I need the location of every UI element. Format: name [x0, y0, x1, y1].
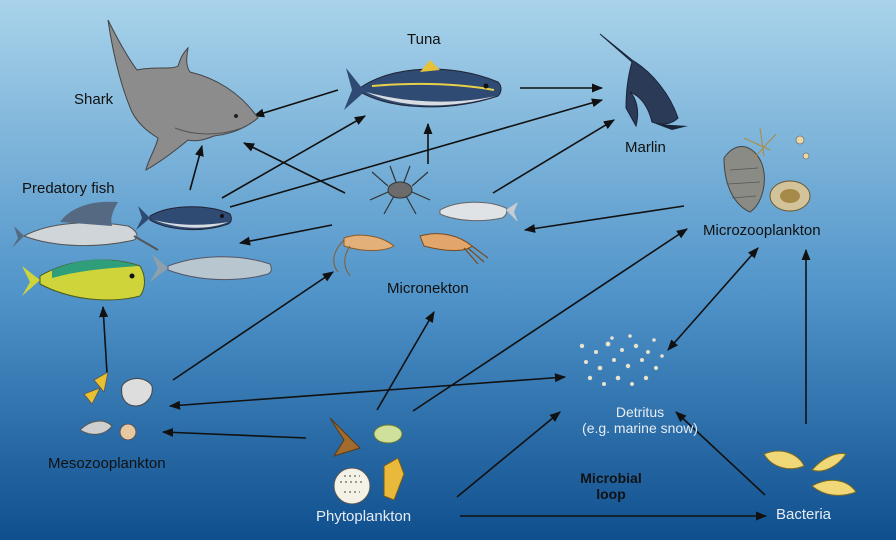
diatom-icon [743, 127, 811, 212]
arrow-smalltuna-to-tuna [221, 115, 366, 199]
arrow-smalltuna-to-shark [189, 144, 204, 191]
arrow-phyto-to-detritus [456, 411, 561, 498]
squid-icon [419, 233, 489, 265]
label-predatory-fish: Predatory fish [22, 180, 115, 197]
arrow-micronekton-to-shark [242, 142, 346, 194]
detritus-particles-icon [579, 334, 664, 386]
sailfish-icon [12, 201, 159, 251]
tuna-icon [344, 60, 502, 110]
bacteria-icon [763, 450, 857, 496]
label-detritus-name: Detritus [615, 404, 665, 420]
mackerel-icon [150, 254, 272, 282]
copepod-icon [79, 371, 153, 441]
label-micronekton: Micronekton [387, 280, 469, 297]
label-bacteria: Bacteria [776, 506, 832, 523]
arrow-micronekton-to-marlin [492, 119, 615, 194]
label-shark: Shark [74, 91, 114, 108]
arrow-phyto-to-micronekton [376, 311, 435, 411]
arrow-mesozoo-to-micronekton [172, 271, 334, 381]
label-mesozooplankton: Mesozooplankton [48, 455, 166, 472]
mahi-mahi-icon [22, 259, 145, 301]
arrow-smalltuna-to-marlin [229, 98, 604, 208]
arrow-mesozoo-to-predatory [99, 305, 109, 374]
small-tuna-icon [136, 206, 232, 231]
label-microbial-loop-line2: loop [596, 486, 626, 502]
small-fish-icon [439, 201, 518, 222]
arrow-mesozoo-detritus [168, 373, 567, 410]
krill-icon [333, 234, 395, 277]
trophic-arrows [99, 83, 811, 521]
label-phytoplankton: Phytoplankton [316, 508, 412, 525]
label-marlin: Marlin [625, 139, 666, 156]
label-microbial-loop: Microbial loop [566, 470, 656, 502]
arrow-tuna-to-shark [252, 89, 339, 118]
arrow-micronekton-to-predatory [238, 224, 333, 246]
shark-icon [107, 19, 259, 171]
ciliate-icon [723, 146, 765, 213]
marlin-icon [599, 33, 688, 130]
label-tuna: Tuna [407, 31, 441, 48]
arrow-phyto-to-mesozoo [161, 427, 307, 439]
arrow-detritus-microzoo [667, 247, 759, 351]
label-detritus: Detritus (e.g. marine snow) [580, 404, 700, 436]
arrow-phyto-to-microzoo [412, 228, 688, 412]
label-detritus-note: (e.g. marine snow) [582, 420, 698, 436]
arrow-microzoo-to-micronekton [523, 205, 685, 233]
spider-crab-icon [369, 165, 431, 215]
arrow-bacteria-to-detritus [675, 411, 766, 496]
phytoplankton-icon [329, 417, 405, 505]
label-microzooplankton: Microzooplankton [703, 222, 821, 239]
label-microbial-loop-line1: Microbial [580, 470, 642, 486]
